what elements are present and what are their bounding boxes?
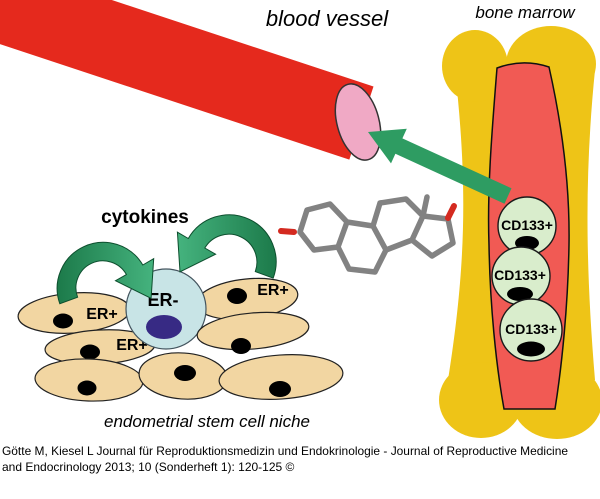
cytokines-label: cytokines (101, 207, 189, 228)
cell-nucleus (77, 380, 97, 396)
cytokine-arrow-left (56, 241, 155, 305)
cell-nucleus (80, 344, 100, 360)
molecule-ring-d (409, 213, 456, 259)
stromal-cell (34, 358, 144, 402)
stromal-cell-body (34, 358, 144, 402)
cd133-label: CD133+ (505, 321, 557, 337)
molecule-ring-a (297, 201, 350, 253)
oxygen-atom (445, 203, 457, 221)
er-positive-cell: ER+ (195, 277, 299, 321)
cd133-label: CD133+ (501, 217, 553, 233)
er-negative-label: ER- (148, 290, 179, 310)
estrogen-molecule (278, 194, 457, 275)
cell-nucleus (517, 341, 545, 357)
cell-nucleus-purple (146, 315, 182, 339)
stromal-cell (196, 311, 310, 354)
cytokine-arrow-right (176, 214, 277, 279)
stromal-cell-body (196, 311, 310, 351)
blood-vessel-label: blood vessel (266, 6, 389, 31)
cytokine-arrows (56, 214, 277, 305)
cell-nucleus (53, 313, 73, 329)
molecule-ring-b (335, 219, 389, 275)
vessel-tube (0, 0, 374, 160)
migration-arrow (368, 128, 512, 204)
er-positive-cell: ER+ (44, 329, 156, 365)
cd133-cell: CD133+ (491, 246, 551, 306)
cd133-cell: CD133+ (499, 298, 563, 362)
cell-nucleus (227, 288, 247, 304)
cell-nucleus (231, 338, 251, 354)
cell-nucleus (269, 381, 291, 397)
blood-vessel-shape (0, 0, 382, 161)
er-positive-label: ER+ (257, 282, 289, 299)
cd133-cell: CD133+ (497, 196, 557, 256)
niche-label: endometrial stem cell niche (104, 412, 310, 431)
molecule-methyl (420, 194, 430, 219)
vessel-lumen (334, 83, 382, 161)
stromal-cell (138, 352, 228, 400)
bone-shape: CD133+ CD133+ CD133+ (439, 26, 600, 439)
cd133-label: CD133+ (494, 267, 546, 283)
citation-line-1: Götte M, Kiesel L Journal für Reprodukti… (2, 444, 568, 458)
citation-line-2: and Endocrinology 2013; 10 (Sonderheft 1… (2, 460, 295, 474)
bone-marrow-label: bone marrow (475, 3, 576, 22)
er-positive-label: ER+ (116, 337, 148, 354)
bone-lobe (442, 30, 508, 102)
molecule-ring-c (370, 196, 426, 253)
oxygen-atom (278, 228, 297, 235)
cell-nucleus (174, 365, 196, 381)
citation: Götte M, Kiesel L Journal für Reprodukti… (2, 444, 568, 474)
stromal-cell-body (218, 354, 344, 400)
cell-nucleus (507, 287, 533, 301)
cd133-cell-body (499, 298, 563, 362)
er-positive-label: ER+ (86, 306, 118, 323)
stromal-cell (218, 354, 344, 400)
